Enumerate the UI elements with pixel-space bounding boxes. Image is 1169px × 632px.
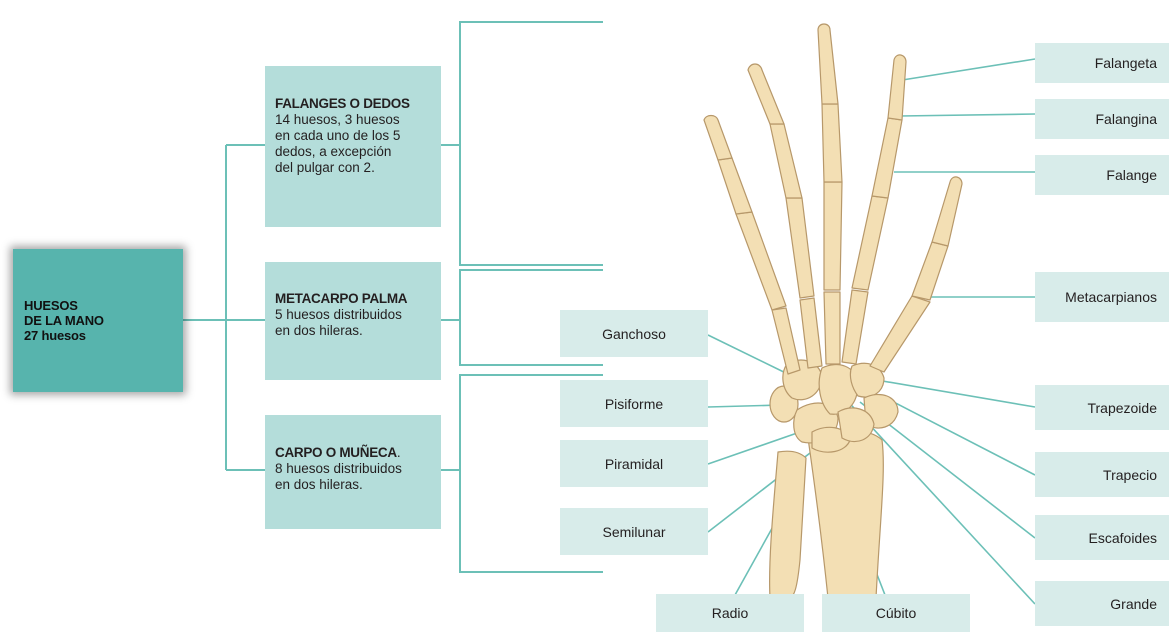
label-falangina: Falangina xyxy=(1035,99,1169,139)
proximal-phalanx-5 xyxy=(736,212,786,310)
metacarpal-3 xyxy=(824,292,840,364)
group-body-metacarpo: 5 huesos distribuidos en dos hileras. xyxy=(275,307,431,339)
group-title-carpo: CARPO O MUÑECA. xyxy=(275,445,431,461)
label-escafoides: Escafoides xyxy=(1035,515,1169,560)
metacarpal-4 xyxy=(800,298,822,368)
label-falange: Falange xyxy=(1035,155,1169,195)
middle-phalanx-5 xyxy=(718,158,752,214)
label-cubito: Cúbito xyxy=(822,594,970,632)
middle-phalanx-3 xyxy=(822,104,842,182)
group-box-metacarpo: METACARPO PALMA 5 huesos distribuidos en… xyxy=(265,262,441,380)
group-title-carpo-text: CARPO O MUÑECA xyxy=(275,445,397,460)
label-pisiforme: Pisiforme xyxy=(560,380,708,427)
root-title-line1: HUESOS xyxy=(24,298,183,313)
proximal-phalanx-3 xyxy=(824,182,842,290)
middle-phalanx-4 xyxy=(770,124,802,198)
distal-phalanx-3 xyxy=(818,24,838,104)
label-metacarpianos: Metacarpianos xyxy=(1035,272,1169,322)
root-count: 27 huesos xyxy=(24,328,183,343)
proximal-phalanx-2 xyxy=(852,196,888,290)
root-title-line2: DE LA MANO xyxy=(24,313,183,328)
group-title-falanges: FALANGES O DEDOS xyxy=(275,96,431,112)
group-title-metacarpo: METACARPO PALMA xyxy=(275,291,431,307)
group-title-carpo-suffix: . xyxy=(397,445,400,460)
metacarpal-2 xyxy=(842,290,868,364)
label-falangeta: Falangeta xyxy=(1035,43,1169,83)
label-ganchoso: Ganchoso xyxy=(560,310,708,357)
root-box-huesos-mano: HUESOS DE LA MANO 27 huesos xyxy=(13,249,183,392)
metacarpal-1 xyxy=(870,296,930,372)
distal-phalanx-5 xyxy=(704,116,732,161)
label-trapecio: Trapecio xyxy=(1035,452,1169,497)
ulna-bone xyxy=(770,451,806,598)
group-body-carpo: 8 huesos distribuidos en dos hileras. xyxy=(275,461,431,493)
metacarpal-5 xyxy=(772,308,800,374)
group-box-carpo: CARPO O MUÑECA. 8 huesos distribuidos en… xyxy=(265,415,441,529)
label-grande: Grande xyxy=(1035,581,1169,626)
label-piramidal: Piramidal xyxy=(560,440,708,487)
label-semilunar: Semilunar xyxy=(560,508,708,555)
proximal-phalanx-4 xyxy=(786,198,814,298)
distal-phalanx-2 xyxy=(888,55,906,120)
group-box-falanges: FALANGES O DEDOS 14 huesos, 3 huesos en … xyxy=(265,66,441,227)
group-body-falanges: 14 huesos, 3 huesos en cada uno de los 5… xyxy=(275,112,431,176)
label-radio: Radio xyxy=(656,594,804,632)
middle-phalanx-2 xyxy=(872,118,902,198)
proximal-phalanx-1 xyxy=(912,242,948,300)
radius-bone xyxy=(808,430,883,598)
label-trapezoide: Trapezoide xyxy=(1035,385,1169,430)
distal-phalanx-1 xyxy=(932,177,962,246)
distal-phalanx-4 xyxy=(748,64,784,124)
